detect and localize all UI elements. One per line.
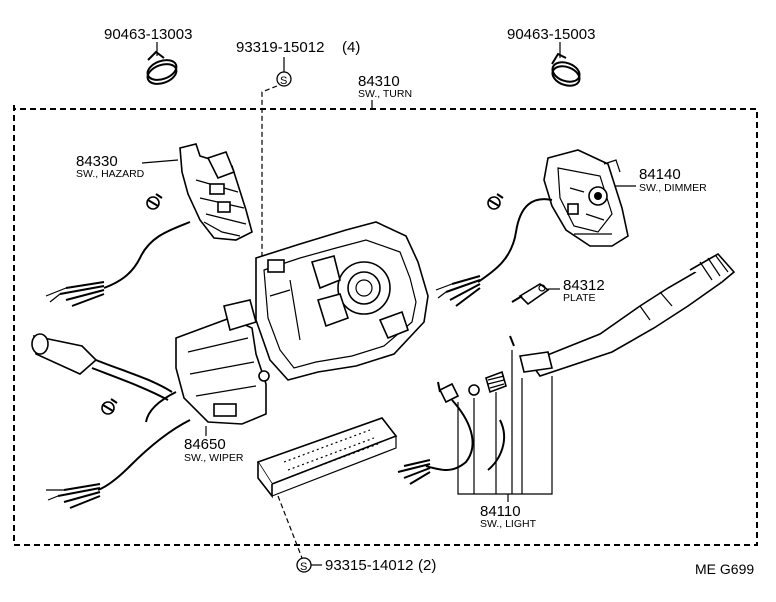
hazard-switch-icon [179,143,253,241]
hazard-switch-description: SW., HAZARD [76,168,145,180]
plate-description: PLATE [563,292,595,304]
dimmer-screw-icon [487,193,504,210]
screw-top-dashed-leader [261,85,278,268]
dimmer-switch-wire [477,198,553,283]
screw-top-quantity: (4) [342,39,360,56]
light-switch-parts-icon [437,335,515,404]
plate-icon [511,283,550,306]
screw-bottom-part-number: 93315-14012 [325,557,413,574]
dimmer-switch-connector-icon [435,275,481,307]
clamp-left-icon [146,50,178,85]
screw-bottom-quantity: (2) [418,557,436,574]
turn-switch-icon [255,221,429,381]
wiper-switch-description: SW., WIPER [184,452,244,464]
wiper-lever-icon [31,333,173,401]
turn-switch-description: SW., TURN [358,88,412,100]
assembly-boundary [13,105,758,546]
clamp-right-part-number: 90463-15003 [507,26,595,43]
dimmer-switch-part-number: 84140 [639,166,681,183]
hazard-switch-wire [103,221,191,289]
light-switch-description: SW., LIGHT [480,518,537,530]
screw-bottom-symbol: S [300,561,307,573]
screw-top-symbol-icon: S [276,71,292,87]
light-switch-wire [425,399,474,471]
hazard-screw-icon [146,193,163,210]
hazard-switch-leader [141,159,179,164]
turn-switch-part-number: 84310 [358,73,400,90]
screw-bottom-symbol-icon: S [296,557,312,573]
wiper-switch-part-number: 84650 [184,436,226,453]
wiper-switch-icon [175,299,270,425]
light-switch-part-number: 84110 [480,503,521,520]
wiper-switch-connector-icon [46,483,101,509]
connector-block-icon [256,417,398,499]
wiper-screw-icon [101,398,118,415]
light-lever-icon [519,252,736,377]
hazard-switch-connector-icon [45,281,105,307]
dimmer-switch-icon [543,149,629,247]
screw-top-part-number: 93319-15012 [236,39,324,56]
screw-bottom-dashed-leader [277,495,303,559]
hazard-switch-part-number: 84330 [76,153,118,170]
screw-top-symbol: S [280,75,287,87]
wiper-lever-wire [145,391,177,423]
dimmer-switch-description: SW., DIMMER [639,182,707,194]
figure-code: ME G699 [695,561,754,577]
wiper-switch-wire [97,419,191,491]
clamp-left-part-number: 90463-13003 [104,26,192,43]
plate-part-number: 84312 [563,277,605,294]
light-switch-connector-icon [397,459,431,485]
light-switch-bracket [457,350,553,495]
clamp-right-icon [551,52,581,87]
light-switch-wire-2 [487,419,506,471]
